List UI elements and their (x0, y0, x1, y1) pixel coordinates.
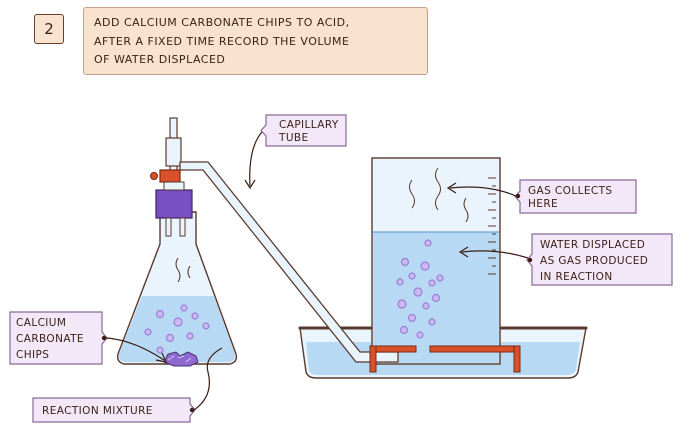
instruction-box: ADD CALCIUM CARBONATE CHIPS TO ACID, AFT… (83, 7, 428, 75)
flask-gas-wisps (175, 257, 191, 283)
tap-clamp (159, 169, 181, 183)
label-gas-collects: GAS COLLECTS HERE (446, 179, 637, 214)
capillary-tube-line-1: CAPILLARY (279, 119, 339, 131)
calcium-line-2: CARBONATE (16, 333, 84, 345)
capillary-tube-line-2: TUBE (278, 132, 309, 144)
capillary-arrow (249, 131, 263, 187)
gas-collects-line-1: GAS COLLECTS (528, 185, 612, 197)
calcium-line-1: CALCIUM (16, 317, 66, 329)
step-number: 2 (44, 20, 54, 38)
chips-arrow (105, 337, 165, 361)
flask-bubbles (144, 304, 210, 354)
calcium-line-3: CHIPS (16, 349, 49, 361)
label-capillary-tube: CAPILLARY TUBE (244, 114, 347, 190)
reaction-mixture-text: REACTION MIXTURE (42, 405, 153, 417)
water-arrow (461, 250, 529, 259)
label-reaction-mixture: REACTION MIXTURE (32, 347, 223, 423)
label-water-displaced: WATER DISPLACED AS GAS PRODUCED IN REACT… (458, 233, 673, 286)
water-displaced-line-3: IN REACTION (540, 271, 613, 283)
gas-collects-line-2: HERE (528, 198, 558, 210)
rubber-bung (155, 189, 193, 219)
step-number-box: 2 (34, 14, 64, 44)
mixture-arrow (193, 347, 223, 411)
beehive-shelf (369, 345, 521, 373)
water-displaced-line-2: AS GAS PRODUCED (540, 255, 648, 267)
conical-flask (116, 117, 238, 367)
measuring-cylinder (371, 157, 501, 365)
delivery-tube (179, 161, 399, 363)
instruction-line-3: OF WATER DISPLACED (94, 53, 226, 66)
instruction-line-2: AFTER A FIXED TIME RECORD THE VOLUME (94, 34, 350, 48)
gas-arrow (449, 186, 517, 197)
cylinder-bubbles (396, 239, 444, 339)
gas-wisps (409, 167, 469, 223)
reaction-mixture-liquid (118, 296, 236, 362)
water-displaced-line-1: WATER DISPLACED (540, 239, 645, 251)
calcium-carbonate-chips (163, 351, 199, 367)
cylinder-scale (488, 177, 496, 275)
instruction-line-1: ADD CALCIUM CARBONATE CHIPS TO ACID, (94, 16, 350, 29)
label-calcium-carbonate: CALCIUM CARBONATE CHIPS (9, 311, 168, 365)
